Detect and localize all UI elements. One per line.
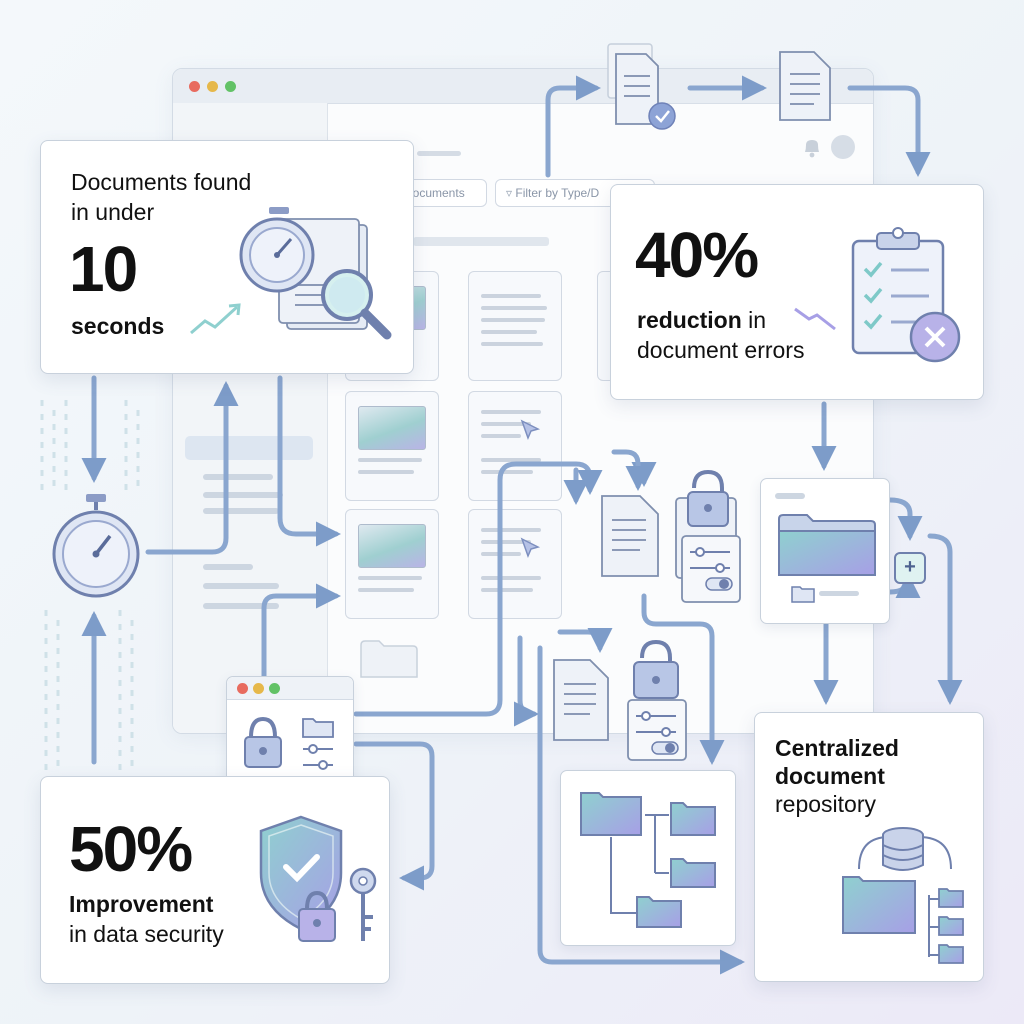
trend-up-icon xyxy=(190,303,241,335)
shield-lock-key-icon xyxy=(259,815,377,942)
window-close-dot[interactable] xyxy=(189,81,200,92)
folder-icon xyxy=(791,586,815,603)
speed-number: 10 xyxy=(69,233,138,305)
folder-icon xyxy=(360,640,418,678)
sidebar-item[interactable] xyxy=(203,603,279,609)
speed-unit: seconds xyxy=(71,313,165,339)
sidebar-item[interactable] xyxy=(203,474,273,480)
background-app-window: Documents ▿ Filter by Type/D xyxy=(172,68,874,734)
secure-document-settings-icon xyxy=(601,469,741,603)
stat-card-repository: Centralized document repository xyxy=(754,712,984,982)
decorative-dash-lines xyxy=(44,610,134,770)
window-maximize-dot[interactable] xyxy=(225,81,236,92)
document-check-icon xyxy=(607,43,676,130)
window-close-dot[interactable] xyxy=(237,683,248,694)
section-heading-line xyxy=(413,237,549,246)
sidebar-item[interactable] xyxy=(203,508,279,514)
file-tile-form[interactable] xyxy=(468,391,562,501)
add-icon[interactable]: + xyxy=(894,552,926,584)
stat-card-security: 50% Improvement in data security xyxy=(40,776,390,984)
clipboard-check-icon xyxy=(851,227,961,363)
sidebar-item[interactable] xyxy=(203,492,283,498)
window-minimize-dot[interactable] xyxy=(207,81,218,92)
folder-tree-icon xyxy=(580,792,716,928)
folder-tree-card xyxy=(560,770,736,946)
errors-number: 40% xyxy=(635,219,759,291)
sidebar-item[interactable] xyxy=(203,564,253,570)
speed-line1: Documents found xyxy=(71,169,252,195)
cursor-icon xyxy=(520,419,541,441)
speed-line2: in under xyxy=(71,199,155,225)
mini-window-titlebar xyxy=(227,677,353,700)
file-tile-form[interactable] xyxy=(468,509,562,619)
file-tile-image[interactable] xyxy=(345,509,439,619)
sliders-icon xyxy=(302,718,334,770)
repository-line2: document xyxy=(775,763,885,789)
folder-card-line xyxy=(775,493,805,499)
sidebar-item[interactable] xyxy=(203,583,279,589)
stat-card-errors: 40% reduction in document errors xyxy=(610,184,984,400)
folder-card-line xyxy=(819,591,859,596)
bell-icon[interactable] xyxy=(801,135,823,159)
stopwatch-documents-search-icon xyxy=(239,207,392,340)
stopwatch-icon xyxy=(52,494,140,598)
document-icon xyxy=(779,51,831,121)
window-maximize-dot[interactable] xyxy=(269,683,280,694)
repository-line1: Centralized xyxy=(775,735,899,761)
database-icon xyxy=(882,827,924,871)
security-number: 50% xyxy=(69,813,193,885)
folder-icon xyxy=(778,514,876,576)
filter-icon: ▿ xyxy=(506,186,513,200)
database-folder-tree-icon xyxy=(842,827,964,964)
window-minimize-dot[interactable] xyxy=(253,683,264,694)
header-line xyxy=(417,151,461,156)
stat-card-speed: Documents found in under 10 seconds xyxy=(40,140,414,374)
errors-line2: document errors xyxy=(637,337,805,363)
errors-label: reduction in xyxy=(637,307,767,333)
security-settings-window xyxy=(226,676,354,790)
file-tile-document[interactable] xyxy=(468,271,562,381)
cursor-icon xyxy=(520,537,541,559)
sidebar-item-active[interactable] xyxy=(185,436,313,460)
avatar[interactable] xyxy=(831,135,855,159)
file-tile-image[interactable] xyxy=(345,391,439,501)
secure-document-settings-icon xyxy=(553,639,687,761)
trend-down-icon xyxy=(794,307,836,331)
repository-line3: repository xyxy=(775,791,876,817)
decorative-dash-lines xyxy=(40,400,140,490)
folder-card xyxy=(760,478,890,624)
padlock-icon xyxy=(244,716,282,768)
security-line2: in data security xyxy=(69,921,224,947)
security-label: Improvement xyxy=(69,891,214,917)
